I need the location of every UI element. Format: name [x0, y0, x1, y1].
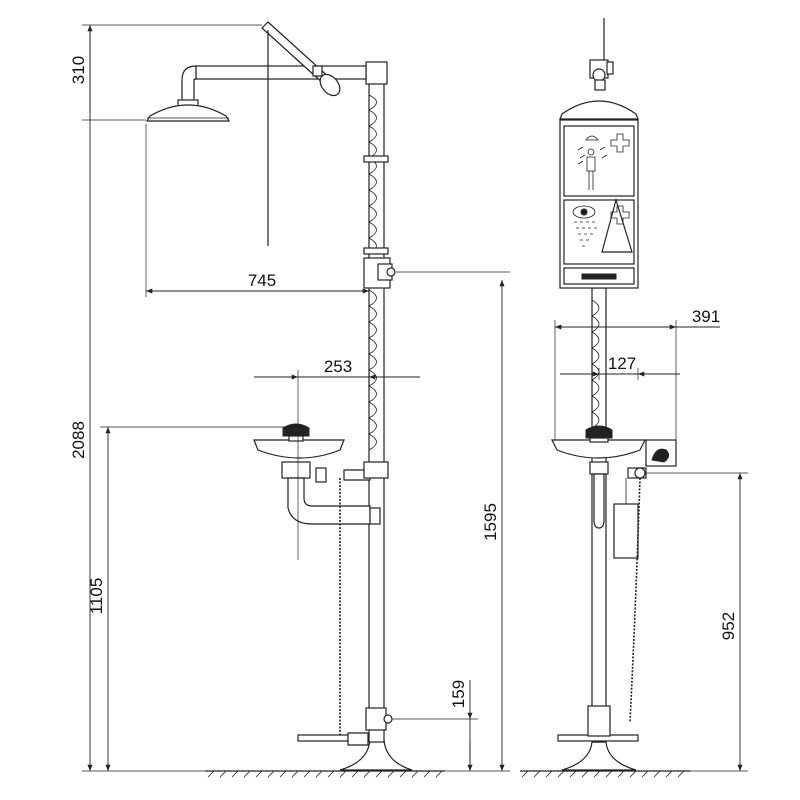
dim-side-bowl-offset: 127	[560, 354, 680, 380]
eyewash-icon	[572, 205, 597, 247]
logo-strip	[581, 273, 617, 280]
shower-elbow	[181, 65, 197, 103]
dim-inlet-height: 1595	[396, 271, 510, 772]
showerhead-front	[145, 99, 231, 122]
base-foot-side	[561, 741, 637, 771]
eyewash-bowl-side	[551, 425, 646, 529]
foot-pedal-side	[557, 705, 639, 742]
dim-lower-inlet-height: 159	[392, 680, 478, 771]
dim-label-showerhead-reach: 745	[248, 271, 276, 290]
dim-label-side-bowl-offset: 127	[608, 354, 636, 373]
top-cap	[365, 61, 388, 85]
dim-side-valve-height: 952	[646, 472, 748, 772]
pipe-clamp-upper	[363, 155, 389, 163]
foot-pedal-front	[297, 732, 369, 746]
ground-line-front	[205, 770, 445, 778]
dim-side-reach: 391	[554, 307, 720, 440]
first-aid-icon-top	[610, 133, 630, 153]
top-fitting-side	[589, 18, 614, 91]
signage-panel	[559, 119, 639, 289]
side-view: 391 127 952	[520, 18, 748, 778]
lower-inlet-front	[365, 707, 393, 731]
dim-label-showerhead-offset: 310	[69, 56, 88, 84]
dim-label-inlet-height: 1595	[481, 503, 500, 541]
dim-showerhead-reach: 745	[145, 124, 369, 297]
dim-label-overall-height: 2088	[69, 421, 88, 459]
ground-line-side	[520, 770, 690, 778]
dim-label-eyewash-reach: 253	[324, 357, 352, 376]
pull-triangle-side	[601, 197, 633, 253]
dim-eyewash-height: 1105	[87, 426, 290, 771]
showerhead-side	[559, 100, 639, 120]
pipe-spiral-side	[591, 299, 600, 429]
dim-label-lower-inlet-height: 159	[449, 680, 468, 708]
dim-label-side-valve-height: 952	[719, 612, 738, 640]
dim-showerhead-offset: 310	[69, 25, 146, 121]
eyewash-bowl-front	[253, 423, 381, 525]
dim-eyewash-reach: 253	[254, 357, 420, 560]
hanging-tag	[613, 503, 639, 559]
chain-side	[629, 477, 641, 723]
front-view: 2088 310 745 253 1105	[69, 21, 510, 778]
dim-label-side-reach: 391	[692, 307, 720, 326]
pipe-clamp-middle	[363, 247, 389, 255]
dim-label-eyewash-height: 1105	[87, 578, 106, 615]
valve-box-side	[627, 439, 677, 479]
pull-handle	[261, 21, 341, 246]
shower-arm	[195, 65, 367, 80]
pipe-spiral	[368, 94, 377, 451]
dim-overall-height: 2088	[69, 24, 262, 772]
valve-housing	[363, 461, 389, 479]
inlet-tee-front	[363, 257, 396, 289]
shower-icon	[577, 135, 608, 190]
